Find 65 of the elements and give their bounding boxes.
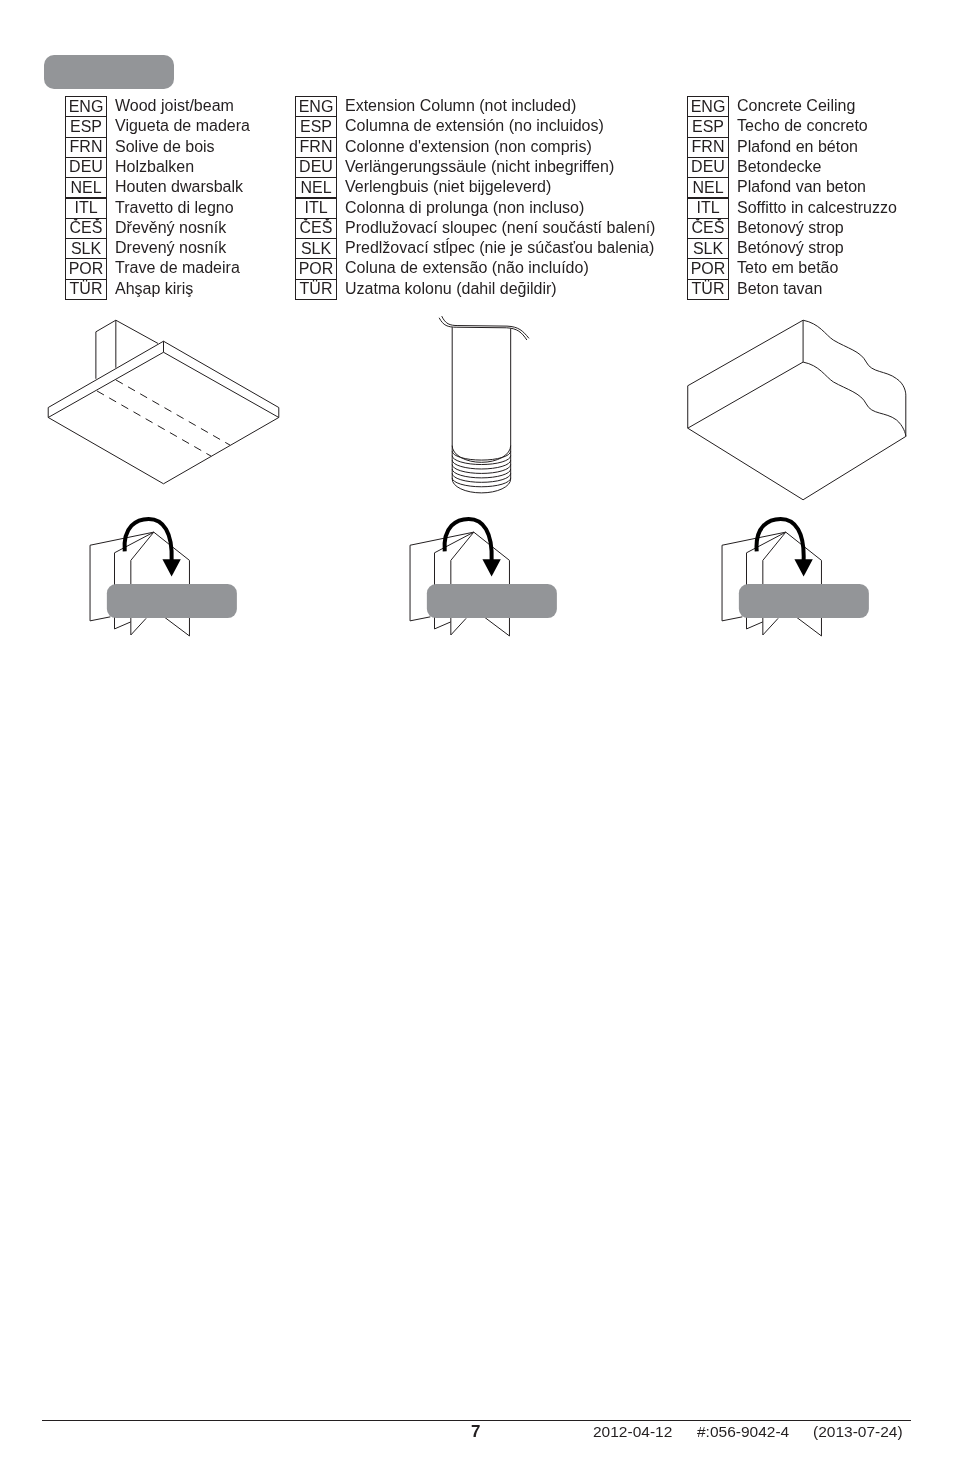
part-name: Vigueta de madera [115,117,250,136]
language-code: POR [65,258,107,280]
language-code: ESP [65,116,107,138]
part-name: Ahşap kiriş [115,279,194,298]
part-name: Colonne d'extension (non compris) [345,137,592,156]
language-code: DEU [687,156,729,179]
part-name: Colonna di prolunga (non incluso) [345,198,585,217]
part-name: Holzbalken [115,157,195,176]
language-code: ESP [687,116,729,138]
language-code: ESP [295,116,337,138]
language-code: POR [687,258,729,280]
language-code: ČEŠ [65,217,107,240]
language-code: NEL [687,177,729,199]
part-name: Coluna de extensão (não incluído) [345,259,589,278]
language-code: ITL [295,197,337,219]
language-code: SLK [687,238,729,260]
language-code: ENG [65,96,107,118]
part-name: Wood joist/beam [115,97,234,115]
part-name: Solive de bois [115,137,215,156]
part-name: Extension Column (not included) [345,97,577,115]
language-code: DEU [295,156,337,179]
language-code: NEL [295,177,337,199]
language-code: NEL [65,177,107,199]
part-name: Verlängerungssäule (nicht inbegriffen) [345,157,615,176]
language-code: ITL [65,197,107,219]
part-name: Columna de extensión (no incluidos) [345,117,604,136]
language-code: FRN [295,136,337,158]
part-name: Prodlužovací sloupec (není součástí balení) [345,218,656,237]
language-code: FRN [687,136,729,158]
part-name: Beton tavan [737,279,823,298]
language-code: POR [295,258,337,280]
language-code: ČEŠ [687,217,729,240]
part-name: Plafond van beton [737,178,866,197]
language-code: DEU [65,156,107,179]
language-code: SLK [65,238,107,260]
language-code: SLK [295,238,337,260]
language-code: ITL [687,197,729,219]
part-name: Predlžovací stĺpec (nie je súčasťou balenia) [345,239,655,258]
page-number: 7 [471,1423,481,1441]
part-name: Concrete Ceiling [737,97,856,115]
language-code: ENG [295,96,337,118]
part-name: Teto em betão [737,259,839,278]
part-name: Techo de concreto [737,117,868,136]
part-name: Trave de madeira [115,259,240,278]
language-code: ENG [687,96,729,118]
part-name: Betonový strop [737,218,844,237]
language-code: ČEŠ [295,217,337,240]
part-name: Plafond en béton [737,137,858,156]
part-name: Betondecke [737,157,822,176]
part-name: Uzatma kolonu (dahil değildir) [345,279,557,298]
language-code: FRN [65,136,107,158]
part-name: Travetto di legno [115,198,234,217]
language-code: TÜR [65,278,107,300]
heading-bar [44,55,174,89]
document-number: #:056-9042-4 [697,1423,790,1441]
revision-date: (2013-07-24) [813,1423,903,1441]
language-code: TÜR [687,278,729,300]
part-name: Soffitto in calcestruzzo [737,198,897,217]
part-name: Drevený nosník [115,239,227,258]
part-name: Dřevěný nosník [115,218,227,237]
language-code: TÜR [295,278,337,300]
part-name: Verlengbuis (niet bijgeleverd) [345,178,552,197]
part-name: Betónový strop [737,239,844,258]
print-date: 2012-04-12 [593,1423,673,1441]
part-name: Houten dwarsbalk [115,178,244,197]
